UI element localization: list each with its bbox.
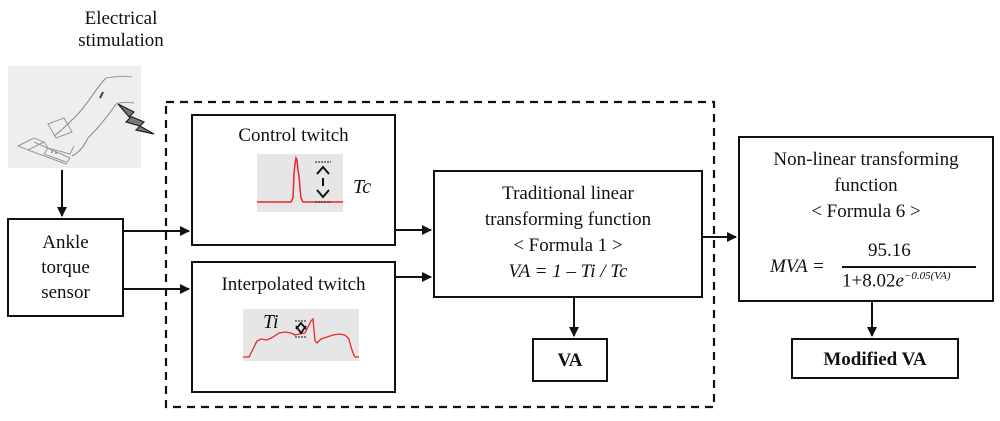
- control-twitch-title: Control twitch: [238, 125, 349, 146]
- formula-1-label: < Formula 1 >: [513, 235, 623, 256]
- interpolated-twitch-signal-panel: Ti: [243, 309, 359, 361]
- control-twitch-box: Control twitch Tc: [191, 114, 396, 246]
- interpolated-twitch-title: Interpolated twitch: [221, 274, 366, 295]
- nonlinear-title-line1: Non-linear transforming: [773, 149, 959, 170]
- tc-symbol: Tc: [353, 176, 372, 198]
- interpolated-twitch-waveform: [243, 317, 359, 358]
- sensor-line3: sensor: [41, 282, 90, 303]
- va-output-box: VA: [532, 338, 608, 382]
- modified-va-label: Modified VA: [823, 349, 927, 370]
- fraction-bar: [842, 266, 976, 268]
- nonlinear-transform-box: Non-linear transforming function < Formu…: [738, 136, 994, 302]
- formula-6-label: < Formula 6 >: [811, 201, 921, 222]
- linear-title-line2: transforming function: [484, 209, 652, 230]
- sensor-line2: torque: [41, 257, 90, 278]
- control-twitch-waveform: [257, 155, 343, 203]
- va-output-label: VA: [557, 350, 583, 371]
- stimulation-label: Electrical stimulation: [62, 8, 180, 53]
- denominator-e: e: [895, 270, 904, 292]
- control-twitch-signal-panel: [257, 154, 343, 212]
- sensor-line1: Ankle: [42, 232, 89, 253]
- stimulation-label-line2: stimulation: [78, 30, 164, 52]
- interpolated-twitch-box: Interpolated twitch Ti: [191, 261, 396, 393]
- modified-va-output-box: Modified VA: [791, 338, 959, 379]
- linear-title-line1: Traditional linear: [502, 183, 634, 204]
- mva-lhs: MVA =: [770, 256, 825, 277]
- ti-symbol: Ti: [263, 311, 279, 333]
- leg-with-electrical-stimulation-icon: [16, 75, 135, 165]
- processing-dashed-frame: [164, 100, 716, 409]
- lightning-bolt-icon: [117, 103, 155, 135]
- mva-denominator: 1+8.02e−0.05(VA): [842, 270, 951, 292]
- denominator-exponent: −0.05(VA): [903, 270, 951, 282]
- leg-stimulation-image: [8, 66, 155, 168]
- linear-transform-box: Traditional linear transforming function…: [433, 170, 703, 298]
- va-formula: VA = 1 – Ti / Tc: [508, 261, 628, 282]
- mva-numerator: 95.16: [868, 240, 911, 261]
- mva-formula: MVA = 95.16 1+8.02e−0.05(VA): [770, 240, 980, 294]
- nonlinear-title-line2: function: [834, 175, 898, 196]
- ankle-torque-sensor-box: Ankle torque sensor: [7, 218, 124, 317]
- denominator-base: 1+8.02: [842, 270, 896, 292]
- stimulation-label-line1: Electrical: [84, 8, 158, 29]
